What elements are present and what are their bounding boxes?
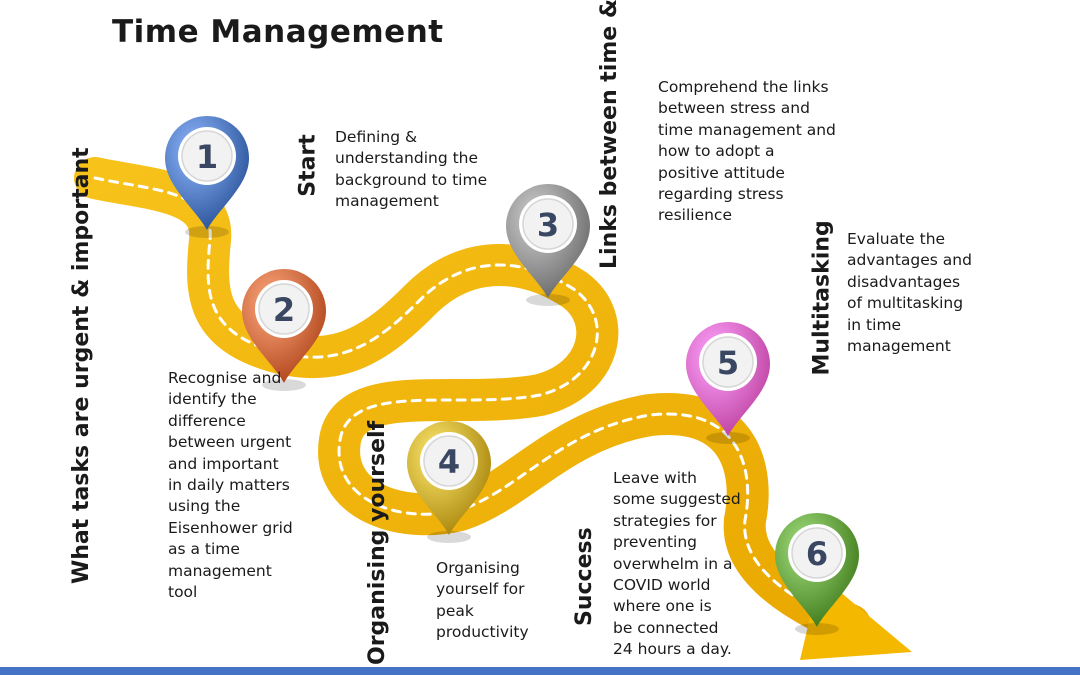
step-4-label: Organising yourself	[365, 420, 390, 665]
step-5-label: Multitasking	[809, 220, 835, 376]
step-3-pin: 3	[498, 176, 598, 316]
page-title: Time Management	[112, 14, 444, 50]
step-number: 1	[196, 138, 218, 176]
step-3-label: Links between time & stress	[597, 0, 622, 269]
map-pin-icon: 1	[165, 116, 249, 238]
step-number: 3	[537, 206, 559, 244]
map-pin-icon: 5	[686, 322, 770, 444]
step-3-description: Comprehend the links between stress and …	[658, 78, 836, 225]
bottom-bar	[0, 667, 1080, 675]
map-pin-icon: 2	[242, 269, 326, 391]
step-6-pin: 6	[767, 505, 867, 645]
step-1-pin: 1	[157, 108, 257, 248]
map-pin-icon: 6	[775, 513, 859, 635]
step-1-description: Defining & understanding the background …	[335, 128, 488, 211]
step-6-description: Leave with some suggested strategies for…	[613, 469, 741, 659]
step-5-description: Evaluate the advantages and disadvantage…	[847, 230, 972, 356]
step-1-label: Start	[295, 134, 321, 197]
step-2-pin: 2	[234, 261, 334, 401]
step-number: 6	[806, 535, 828, 573]
map-pin-icon: 4	[407, 421, 491, 543]
step-6-label: Success	[572, 527, 597, 626]
step-number: 4	[438, 443, 460, 481]
road-centerline	[93, 176, 852, 627]
step-2-description: Recognise and identify the difference be…	[168, 369, 293, 602]
step-4-pin: 4	[399, 413, 499, 553]
step-number: 5	[717, 344, 739, 382]
step-4-description: Organising yourself for peak productivit…	[436, 559, 529, 642]
step-5-pin: 5	[678, 314, 778, 454]
map-pin-icon: 3	[506, 184, 590, 306]
step-number: 2	[273, 291, 295, 329]
step-2-label: What tasks are urgent & important	[69, 147, 94, 584]
